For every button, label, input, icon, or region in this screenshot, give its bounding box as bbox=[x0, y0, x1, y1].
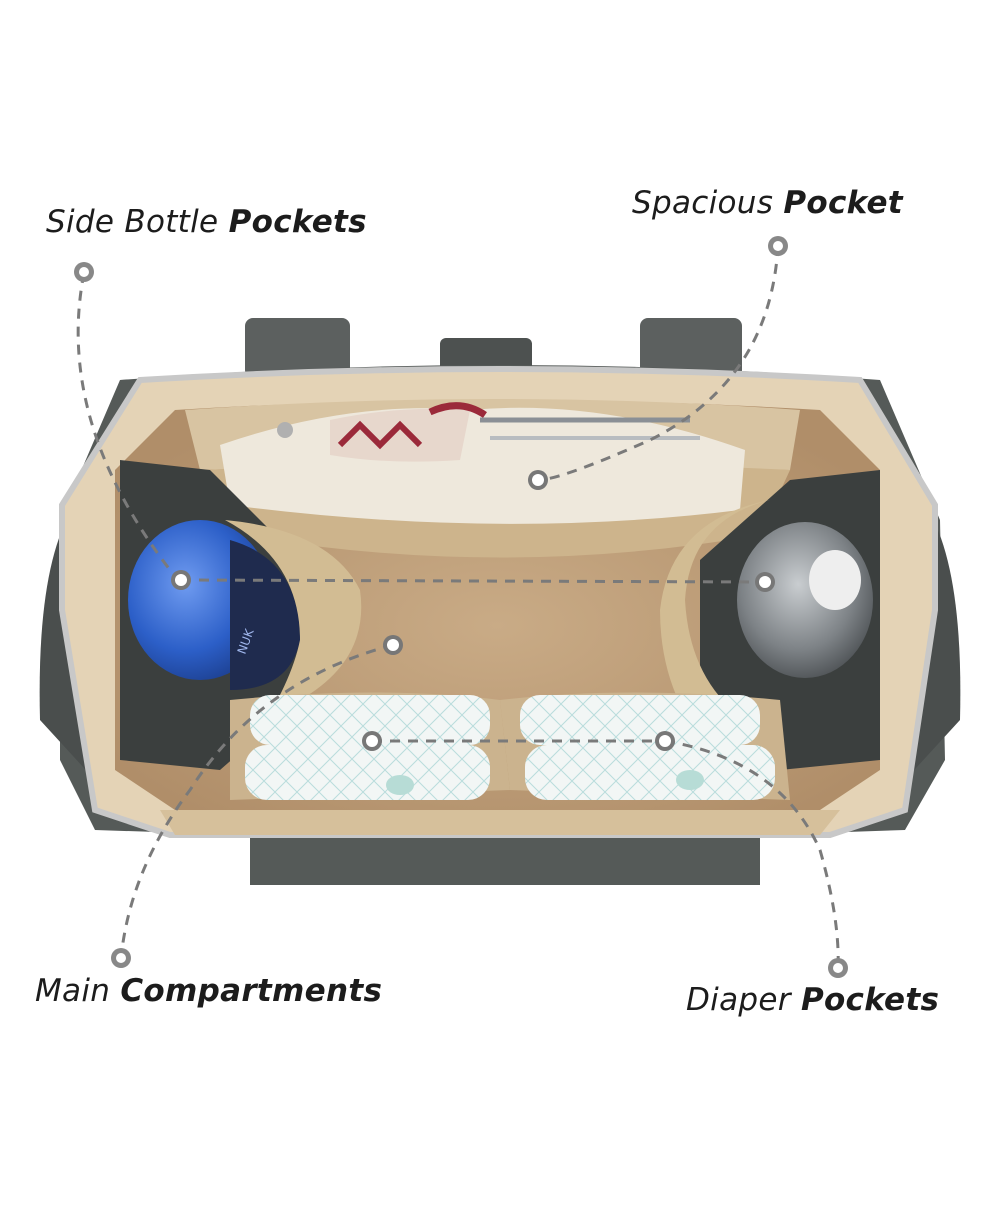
label-main-compartments: Main Compartments bbox=[35, 973, 382, 1009]
callout-leader-lines bbox=[76, 245, 840, 969]
label-side-bottle-light: Side Bottle bbox=[46, 204, 219, 240]
callout-dot-icon bbox=[768, 236, 788, 256]
callout-dot-icon bbox=[171, 570, 191, 590]
label-side-bottle-pockets: Side Bottle Pockets bbox=[46, 204, 367, 240]
callout-dot-icon bbox=[528, 470, 548, 490]
label-diaper-light: Diaper bbox=[686, 982, 791, 1018]
callout-dot-icon bbox=[111, 948, 131, 968]
label-main-light: Main bbox=[35, 973, 111, 1009]
callout-dot-icon bbox=[362, 731, 382, 751]
spacious-pocket bbox=[185, 399, 800, 558]
label-spacious-bold: Pocket bbox=[783, 185, 903, 221]
callout-dot-icon bbox=[755, 572, 775, 592]
callout-dot-icon bbox=[74, 262, 94, 282]
callout-dot-icon bbox=[655, 731, 675, 751]
callout-dot-icon bbox=[383, 635, 403, 655]
label-spacious-light: Spacious bbox=[632, 185, 774, 221]
label-main-bold: Compartments bbox=[120, 973, 383, 1009]
callout-dots bbox=[74, 236, 848, 978]
callout-dot-icon bbox=[828, 958, 848, 978]
label-diaper-pockets: Diaper Pockets bbox=[686, 982, 939, 1018]
label-spacious-pocket: Spacious Pocket bbox=[632, 185, 903, 221]
label-side-bottle-bold: Pockets bbox=[228, 204, 367, 240]
label-diaper-bold: Pockets bbox=[800, 982, 940, 1018]
